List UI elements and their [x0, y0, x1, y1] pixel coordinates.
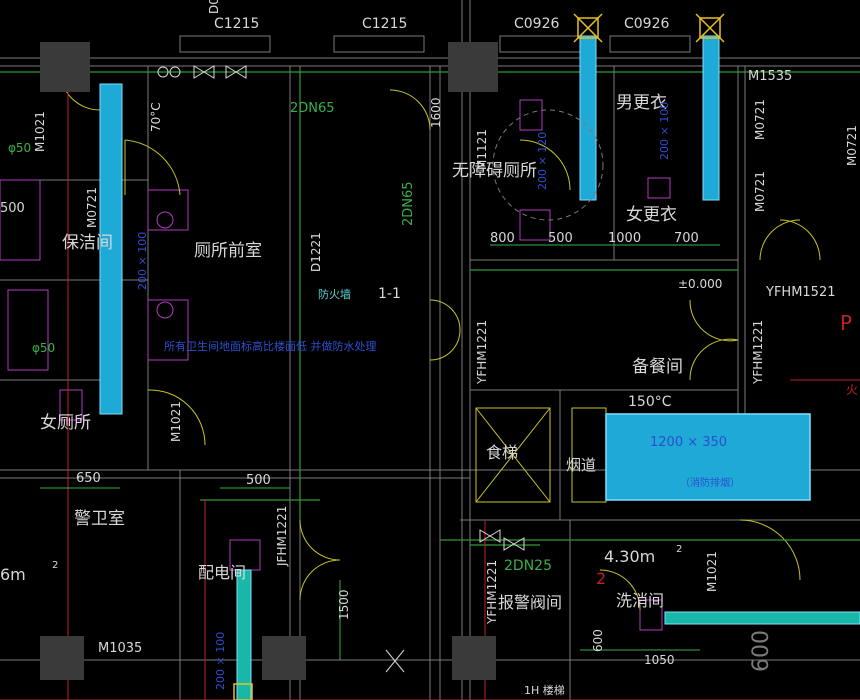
- label-d0921: D0921: [207, 0, 221, 14]
- duct-sub-label: （消防排烟）: [680, 476, 740, 489]
- dim-500-c: 500: [246, 473, 271, 488]
- label-c0926-b: C0926: [624, 16, 669, 32]
- note-right-red-b: 火: [846, 383, 858, 397]
- note-bottom: 1H 楼梯: [524, 683, 565, 697]
- dim-1600: 1600: [429, 97, 443, 128]
- pipe-2dn65-b: 2DN65: [401, 181, 416, 226]
- dim-600: 600: [591, 629, 605, 652]
- pipe-2dn25: 2DN25: [504, 558, 552, 574]
- label-m0721-a: M0721: [85, 187, 99, 228]
- note-floor: 所有卫生间地面标高比楼面低 并做防水处理: [164, 339, 377, 353]
- label-yfhm1221-b: YFHM1221: [751, 320, 765, 385]
- windows: [179, 35, 691, 53]
- duct-small-b: 200 × 100: [658, 102, 671, 160]
- pipe-2dn65-a: 2DN65: [290, 101, 335, 116]
- duct-size-1200: 1200 × 350: [650, 435, 727, 450]
- room-womens-toilet: 女厕所: [40, 413, 91, 433]
- label-m1021-b: M1021: [169, 401, 183, 442]
- room-alarm-valve: 报警阀间: [498, 593, 562, 612]
- duct-small-d: 200 × 100: [214, 632, 227, 690]
- label-m0721-b: M0721: [753, 99, 767, 140]
- duct-small-a: 200 × 120: [536, 132, 549, 190]
- door-swings: [59, 69, 821, 611]
- label-m0721-c: M0721: [753, 171, 767, 212]
- temp-70c: 70°C: [149, 102, 163, 132]
- label-yfhm1221-a: YFHM1221: [475, 320, 489, 385]
- room-womens-changing: 女更衣: [626, 205, 677, 225]
- num-2-c: 2: [596, 569, 606, 588]
- dim-800: 800: [490, 231, 515, 246]
- label-jfhm1221: JFHM1221: [275, 506, 289, 567]
- dim-1050: 1050: [644, 653, 675, 667]
- elevation-zero: ±0.000: [678, 277, 722, 291]
- label-c0926-a: C0926: [514, 16, 559, 32]
- room-mens-changing: 男更衣: [616, 93, 667, 113]
- note-firewall: 防火墙: [318, 287, 351, 301]
- temp-150c: 150°C: [628, 394, 672, 410]
- duct-small-c: 200 × 100: [136, 232, 149, 290]
- label-d1221: D1221: [309, 232, 323, 272]
- duct-markers: [233, 13, 725, 700]
- water-pipes: [0, 70, 860, 546]
- height-430: 4.30m: [604, 547, 655, 566]
- label-m0721-d: M0721: [845, 125, 859, 166]
- num-2-b: 2: [676, 544, 682, 555]
- dim-650: 650: [76, 471, 101, 486]
- num-2-a: 2: [52, 560, 58, 571]
- room-dumbwaiter: 食梯: [486, 443, 518, 462]
- ducts: [99, 35, 860, 700]
- dim-1500: 1500: [337, 589, 351, 620]
- room-accessible-toilet: 无障碍厕所: [452, 161, 537, 181]
- duct-vertical-bottom: [236, 569, 252, 700]
- duct-vertical-center: [579, 35, 597, 201]
- label-6m: 6m: [0, 565, 26, 584]
- duct-vertical-right: [702, 35, 720, 201]
- room-guard: 警卫室: [74, 509, 125, 529]
- label-yfhm1521: YFHM1521: [765, 285, 836, 300]
- label-m1021-a: M1021: [33, 111, 47, 152]
- phi50-b: φ50: [32, 341, 55, 355]
- dimension-lines: [40, 244, 720, 660]
- columns: [40, 42, 498, 680]
- note-section: 1-1: [378, 286, 401, 302]
- duct-horizontal-bottom: [664, 611, 860, 625]
- dim-500-a: 500: [548, 231, 573, 246]
- label-c1215-a: C1215: [214, 16, 259, 32]
- dim-1000: 1000: [608, 231, 641, 246]
- duct-vertical-left: [99, 83, 123, 415]
- label-m1021-c: M1021: [705, 551, 719, 592]
- dim-500-b: 500: [0, 201, 25, 216]
- room-pantry: 备餐间: [632, 357, 683, 377]
- label-yfhm1221-c: YFHM1221: [485, 560, 499, 625]
- valve-symbols: [157, 65, 525, 673]
- label-m1535: M1535: [748, 69, 792, 84]
- note-right-red-a: P: [840, 311, 852, 335]
- duct-smoke-exhaust: [605, 413, 811, 501]
- accessible-turning-circle: [492, 109, 604, 221]
- room-toilet-front: 厕所前室: [194, 241, 262, 261]
- label-m1035: M1035: [98, 641, 142, 656]
- label-c1215-b: C1215: [362, 16, 407, 32]
- room-electrical: 配电间: [198, 563, 246, 582]
- dim-600-large: 600: [749, 630, 774, 672]
- label-m1121: M1121: [475, 129, 489, 170]
- phi50-a: φ50: [8, 141, 31, 155]
- room-flue: 烟道: [566, 456, 596, 474]
- dim-700: 700: [674, 231, 699, 246]
- room-cleaning: 保洁间: [62, 233, 113, 253]
- room-wash: 洗消间: [616, 591, 664, 610]
